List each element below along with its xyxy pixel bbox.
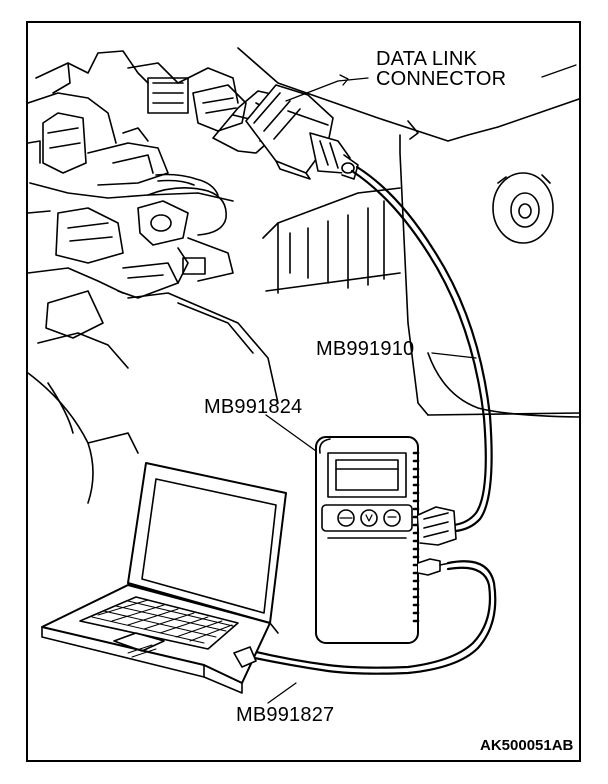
- connection-diagram: [28, 47, 579, 704]
- tester-body: [315, 436, 457, 644]
- figure-frame: DATA LINK CONNECTOR MB991910 MB991824 MB…: [26, 21, 581, 762]
- dashboard-panel: [28, 47, 579, 504]
- figure-code: AK500051AB: [480, 737, 574, 754]
- data-link-connector-label-line2: CONNECTOR: [376, 68, 507, 90]
- laptop-computer: [41, 462, 287, 694]
- cable-mb991827: [248, 560, 497, 675]
- cable-mb991910-label: MB991910: [316, 338, 415, 360]
- cable-mb991910: [350, 165, 493, 533]
- leader-lines: [265, 64, 577, 704]
- cable-mb991827-label: MB991827: [236, 704, 335, 726]
- data-link-connector-label-line1: DATA LINK: [376, 48, 478, 70]
- tester-mb991824-label: MB991824: [204, 396, 303, 418]
- data-link-connector: [212, 84, 359, 180]
